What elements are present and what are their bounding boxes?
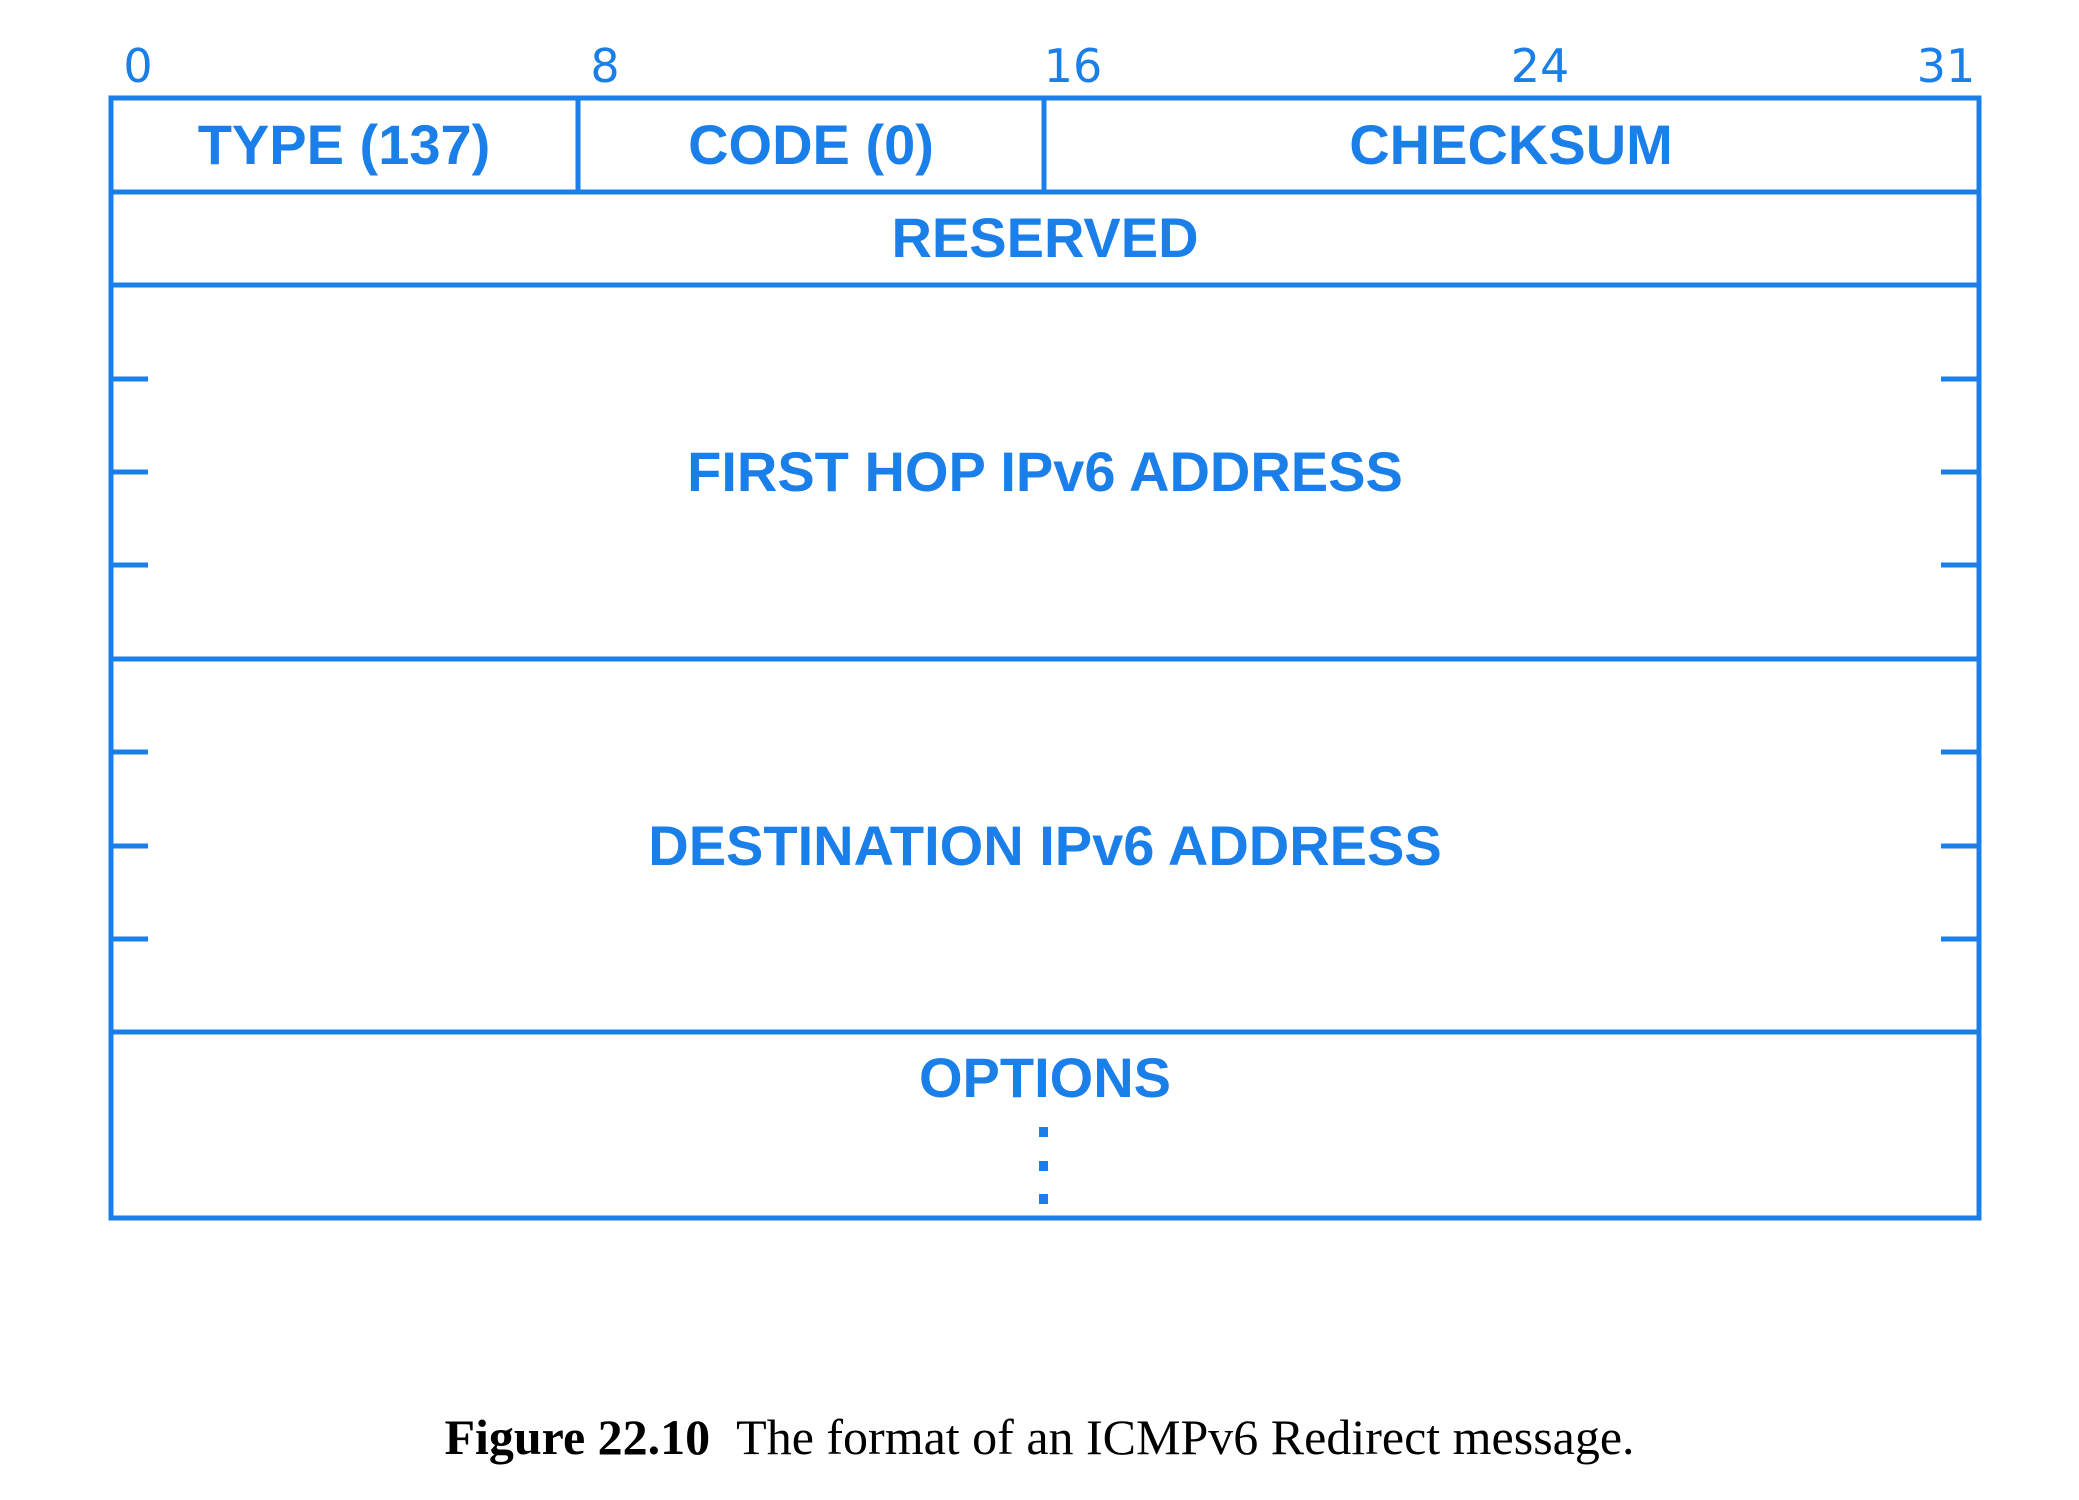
field-type: TYPE (137)	[198, 113, 491, 176]
field-checksum: CHECKSUM	[1349, 113, 1673, 176]
field-options: OPTIONS	[919, 1046, 1171, 1109]
bit-label-31: 31	[1917, 39, 1976, 93]
figure-number: Figure 22.10	[444, 1409, 711, 1465]
options-continuation-ellipsis	[1039, 1127, 1048, 1204]
packet-format-diagram: 0 8 16 24 31 TYPE (137) CODE (0) CHECKSU…	[108, 39, 1982, 1221]
field-code: CODE (0)	[688, 113, 934, 176]
figure-caption: Figure 22.10 The format of an ICMPv6 Redi…	[0, 1408, 2079, 1466]
bit-label-24: 24	[1511, 39, 1570, 93]
figure-caption-text: The format of an ICMPv6 Redirect message…	[736, 1409, 1635, 1465]
field-reserved: RESERVED	[891, 206, 1198, 269]
field-destination-address: DESTINATION IPv6 ADDRESS	[648, 814, 1441, 877]
field-first-hop-address: FIRST HOP IPv6 ADDRESS	[687, 440, 1403, 503]
bit-label-16: 16	[1044, 39, 1103, 93]
bit-label-0: 0	[123, 39, 152, 93]
bit-label-8: 8	[590, 39, 619, 93]
